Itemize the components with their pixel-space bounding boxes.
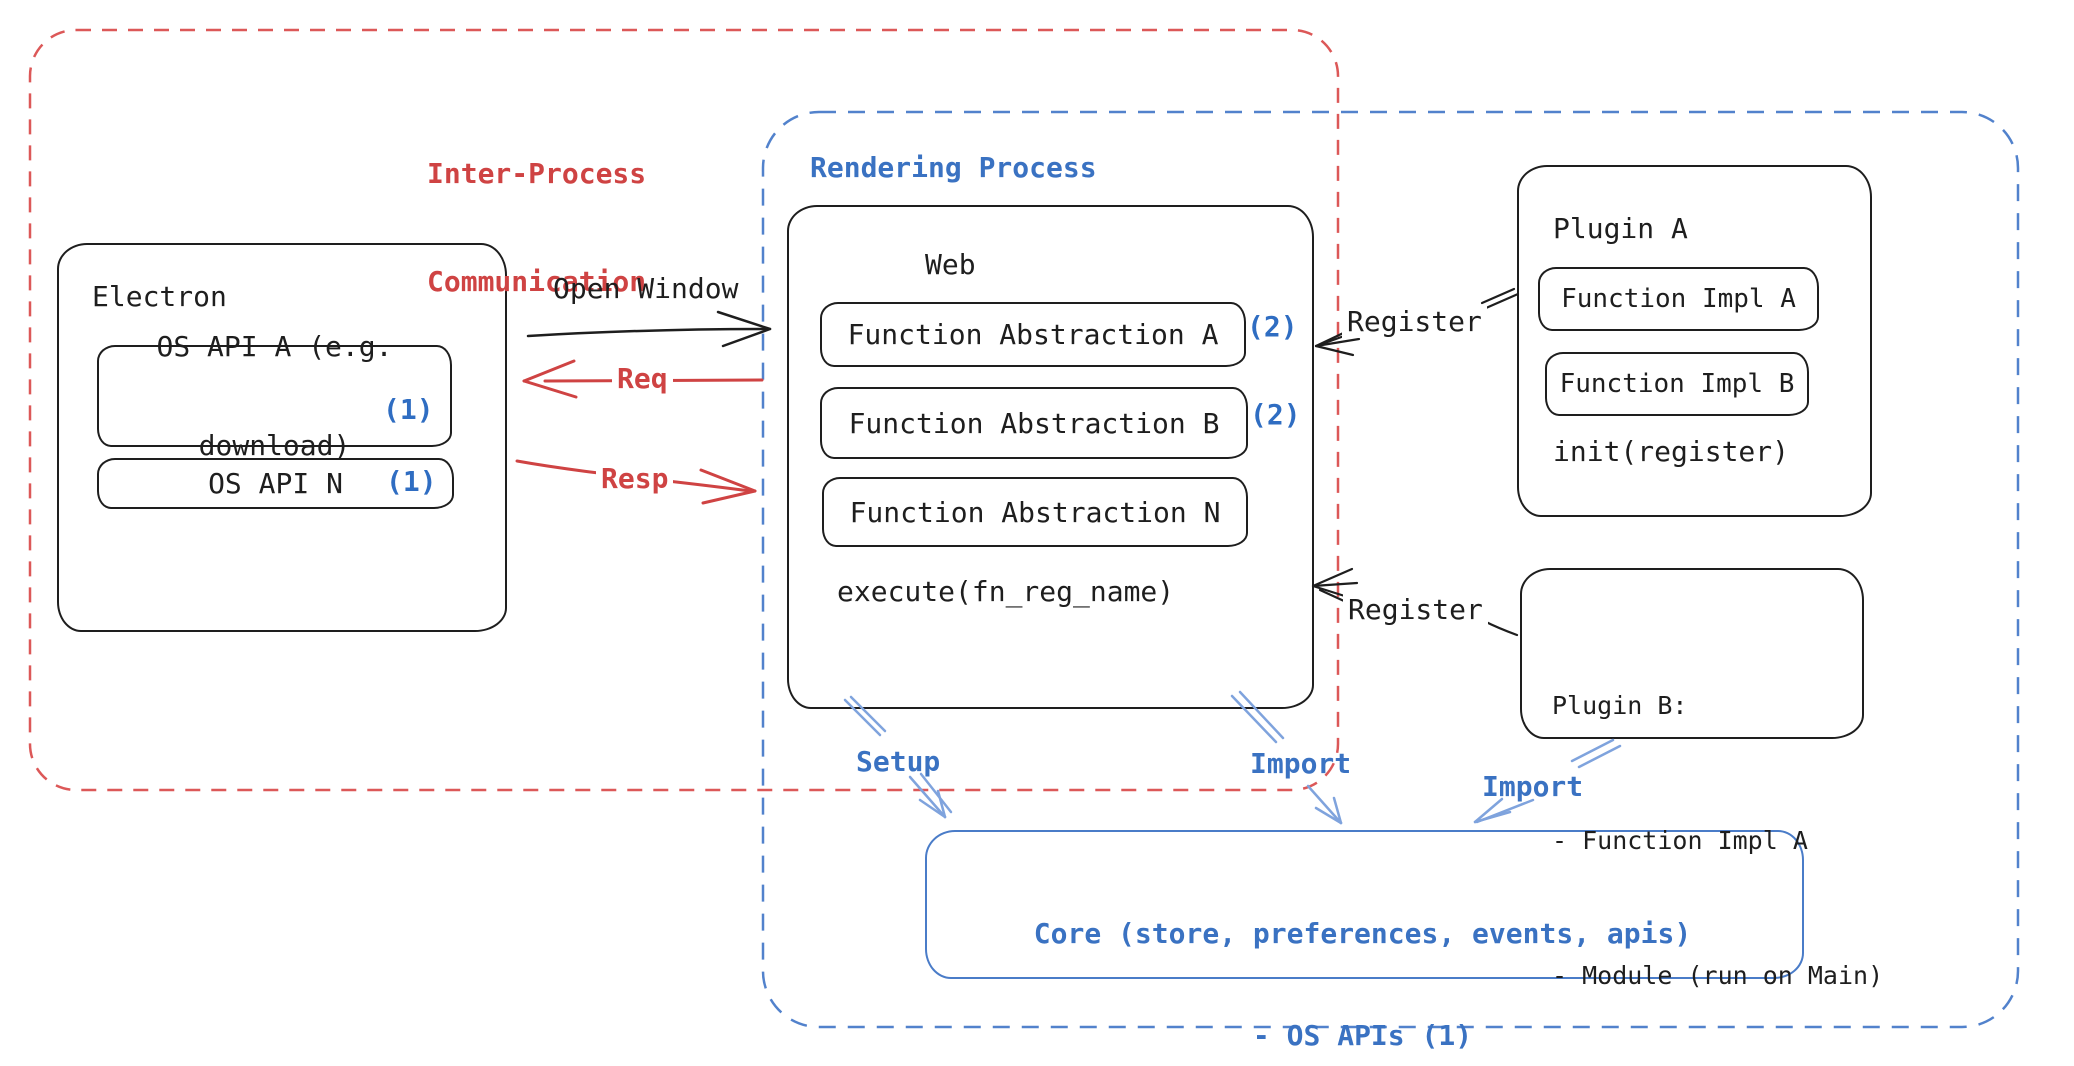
- resp-label: Resp: [596, 462, 674, 495]
- os-api-a-badge: (1): [383, 393, 434, 426]
- plugin-a-impl-b-box: Function Impl B: [1545, 352, 1809, 416]
- os-api-n-label: OS API N: [208, 467, 343, 500]
- web-title: Web: [925, 248, 976, 281]
- electron-title: Electron: [92, 280, 227, 313]
- ipc-boundary-label: Inter-Process Communication: [427, 84, 646, 372]
- open-window-label: Open Window: [553, 272, 739, 305]
- rendering-boundary-label: Rendering Process: [810, 151, 1097, 184]
- fn-abstraction-a-box: Function Abstraction A: [820, 302, 1246, 367]
- plugin-a-impl-a-box: Function Impl A: [1538, 267, 1819, 331]
- setup-label: Setup: [856, 745, 941, 778]
- plugin-a-impl-a-label: Function Impl A: [1561, 283, 1796, 314]
- plugin-b-line1: Plugin B:: [1552, 691, 1688, 720]
- plugin-a-init-label: init(register): [1553, 435, 1790, 468]
- execute-label: execute(fn_reg_name): [837, 575, 1175, 608]
- fn-abstraction-n-label: Function Abstraction N: [849, 495, 1221, 529]
- import-plugin-b-label: Import: [1482, 770, 1584, 803]
- os-api-n-badge: (1): [386, 465, 437, 498]
- core-line1: Core (store, preferences, events, apis): [1033, 917, 1692, 950]
- ipc-label-line1: Inter-Process: [427, 157, 647, 190]
- register-plugin-b-label: Register: [1343, 593, 1488, 626]
- import-web-label: Import: [1250, 747, 1352, 780]
- fn-abstraction-a-badge: (2): [1247, 310, 1298, 343]
- fn-abstraction-a-label: Function Abstraction A: [847, 318, 1219, 351]
- fn-abstraction-b-label: Function Abstraction B: [848, 406, 1220, 440]
- os-api-a-line1: OS API A (e.g.: [156, 330, 393, 363]
- core-line2: - OS APIs (1): [1252, 1019, 1473, 1052]
- fn-abstraction-n-box: Function Abstraction N: [822, 477, 1248, 547]
- plugin-a-title: Plugin A: [1553, 212, 1688, 245]
- register-plugin-a-label: Register: [1342, 305, 1487, 338]
- fn-abstraction-b-box: Function Abstraction B: [820, 387, 1248, 459]
- core-text: Core (store, preferences, events, apis) …: [925, 849, 1800, 1066]
- fn-abstraction-b-badge: (2): [1250, 398, 1301, 431]
- plugin-a-impl-b-label: Function Impl B: [1559, 368, 1795, 399]
- req-label: Req: [612, 362, 673, 395]
